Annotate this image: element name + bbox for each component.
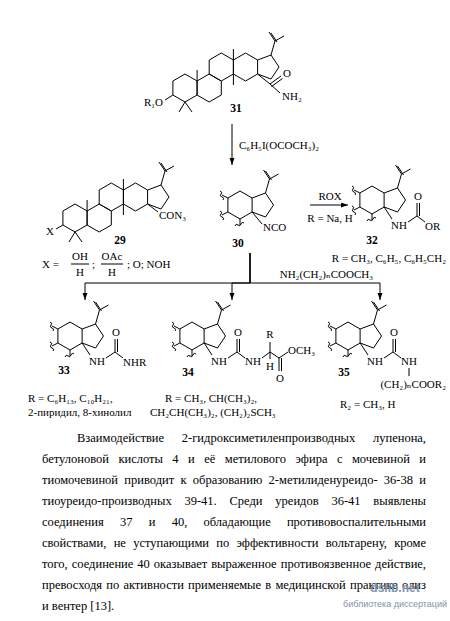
atom-label: O: [112, 326, 120, 339]
atom-label: NH₂: [282, 90, 302, 103]
bonds: [252, 212, 262, 224]
compound: 30 NCO: [215, 165, 310, 253]
atom-label: X: [46, 225, 54, 238]
atom-label: NHR: [123, 356, 146, 369]
atom-label: CON₃: [159, 209, 186, 222]
compound-number: 35: [338, 366, 350, 379]
compound-number: 30: [232, 237, 244, 250]
compound: 34NHONHRHOOCH₃: [165, 300, 323, 388]
ring-fragment: [172, 301, 231, 357]
atom-label: NH: [401, 355, 417, 368]
substituent-label: 2-пиридил, 8-хинолил: [28, 406, 131, 419]
bonds: [204, 339, 288, 371]
reagent-label: C₆H₅I(OCOCH₃)₂: [238, 139, 320, 152]
atom-label: NH: [211, 355, 227, 368]
atom-label: OR: [425, 220, 440, 233]
compound-number: 34: [182, 366, 194, 379]
body-paragraph: Взаимодействие 2-гидроксиметиленпроизвод…: [42, 428, 426, 617]
atom-label: O: [276, 372, 284, 385]
reaction-arrow: [232, 253, 250, 300]
atom-label: NH: [391, 219, 407, 232]
lupane-skeleton: [63, 162, 174, 242]
substituent-label: ; O; NOH: [127, 258, 170, 271]
atom-label: O: [414, 190, 422, 203]
atom-label: O: [283, 67, 291, 80]
substituent-label: OH: [72, 250, 88, 263]
lupane-skeleton: [173, 32, 284, 112]
substituent-label: R₂ = CH₃, H: [340, 398, 395, 411]
substituent-label: R = Na, H: [307, 212, 352, 225]
reaction-arrow: [232, 124, 233, 165]
substituent-label: CH₂CH(CH₃)₂, (CH₂)₂SCH₃: [150, 406, 276, 419]
atom-label: OCH₃: [288, 344, 315, 357]
atom-label: R₁O: [144, 96, 163, 109]
atom-label: O: [234, 326, 242, 339]
atom-label: NH: [367, 355, 383, 368]
compound: 31 R₁O O NH₂: [135, 2, 315, 124]
atom-label: (CH₂)ₙCOOR₂: [380, 378, 446, 391]
substituent-label: H: [76, 266, 84, 279]
fraction-bar: [101, 264, 123, 265]
substituent-label: R = C₆H₁₃, C₁₀H₂₁,: [28, 392, 113, 405]
ring-fragment: [328, 301, 387, 357]
substituent-label: R = CH₃, CH(CH₃)₂,: [165, 392, 257, 405]
bonds: [165, 74, 283, 100]
atom-label: R: [266, 328, 273, 341]
compound-number: 33: [58, 364, 70, 377]
ring-fragment: [50, 301, 109, 357]
atom-label: NCO: [263, 221, 286, 234]
substituent-label: ;: [92, 258, 95, 271]
watermark: библиотека диссертаций: [343, 598, 447, 611]
substituent-label: H: [108, 266, 116, 279]
reagent-label: ROX: [317, 190, 342, 203]
atom-label: NH: [245, 355, 261, 368]
reaction-arrow: [310, 205, 348, 206]
fraction-bar: [71, 264, 89, 265]
watermark: dslib.net: [370, 582, 419, 595]
atom-label: O: [390, 326, 398, 339]
compound: 29 X CON₃: [35, 155, 215, 250]
reagent-label: NH₂(CH₂)ₙCOOCH₃: [279, 268, 374, 281]
compound-number: 29: [114, 234, 126, 247]
substituent-label: OAc: [102, 250, 123, 263]
compound: 33 NH O NHR: [40, 300, 155, 380]
compound-number: 32: [366, 234, 378, 247]
compound: 32 NH O OR: [348, 160, 446, 250]
ring-fragment: [220, 170, 279, 226]
atom-label: H: [266, 360, 274, 373]
compound-number: 31: [230, 102, 242, 115]
substituent-label: R = CH₃, C₆H₅, C₆H₅CH₂: [332, 252, 446, 265]
bonds: [56, 204, 158, 229]
compound: 35 NH O NH (CH₂)ₙCOOR₂: [326, 300, 448, 393]
atom-label: NH: [89, 355, 105, 368]
ring-fragment: [352, 165, 411, 221]
substituent-label: X =: [42, 258, 59, 271]
